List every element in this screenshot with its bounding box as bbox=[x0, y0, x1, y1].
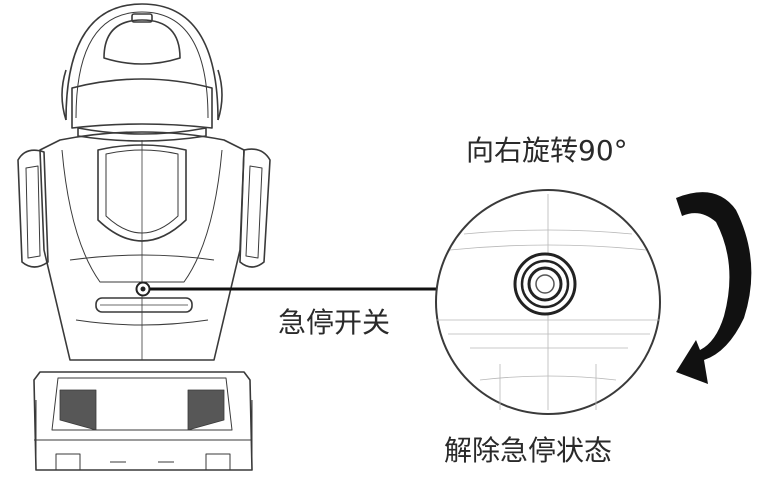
label-release-state: 解除急停状态 bbox=[444, 434, 612, 467]
label-rotate-instruction: 向右旋转90° bbox=[466, 134, 628, 167]
zoom-circle bbox=[435, 189, 661, 415]
robot-illustration bbox=[17, 3, 271, 471]
label-emergency-stop-switch: 急停开关 bbox=[278, 306, 390, 339]
robot-estop-button bbox=[135, 281, 151, 297]
clockwise-arrow-icon bbox=[676, 192, 752, 384]
estop-knob-detail bbox=[513, 252, 577, 316]
